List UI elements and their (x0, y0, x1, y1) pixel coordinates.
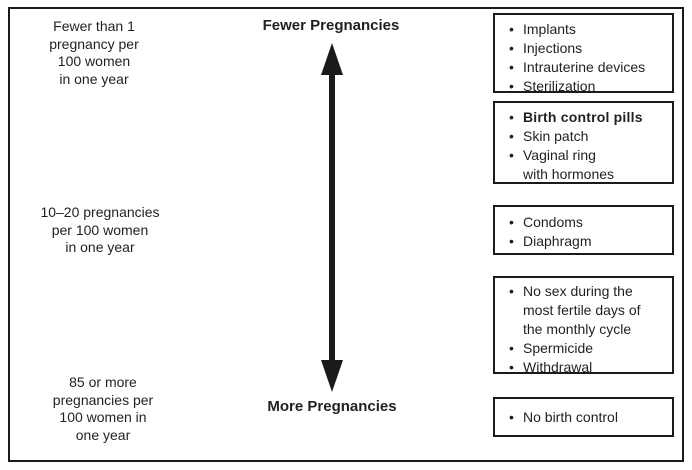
method-box-hormonal: • Birth control pills • Skin patch • Vag… (493, 101, 674, 184)
bullet-icon: • (509, 59, 514, 75)
method-box-barrier: • Condoms • Diaphragm (493, 205, 674, 255)
method-label: Intrauterine devices (523, 59, 646, 75)
method-label: Birth control pills (523, 109, 643, 125)
list-item: • Injections (509, 39, 666, 58)
bullet-icon: • (509, 233, 514, 249)
method-box-behavioral: • No sex during the most fertile days of… (493, 276, 674, 377)
method-label: Vaginal ring with hormones (523, 147, 615, 182)
list-item: • Intrauterine devices (509, 58, 666, 77)
method-label: Injections (523, 40, 583, 56)
bullet-icon: • (509, 128, 514, 144)
method-label: Skin patch (523, 128, 589, 144)
method-label: Diaphragm (523, 233, 592, 249)
method-label: No birth control (523, 409, 618, 425)
method-label: Condoms (523, 214, 583, 230)
bullet-icon: • (509, 214, 514, 230)
list-item: • Withdrawal (509, 358, 666, 377)
bullet-icon: • (509, 409, 514, 425)
bullet-icon: • (509, 340, 514, 356)
bullet-icon: • (509, 109, 514, 125)
rate-label-moderate-pregnancies: 10–20 pregnancies per 100 women in one y… (40, 204, 160, 255)
method-label: Spermicide (523, 340, 594, 356)
diagram-border (8, 7, 684, 462)
method-box-no-birth-control: • No birth control (493, 397, 674, 437)
axis-title-more-pregnancies: More Pregnancies (267, 398, 397, 415)
method-label: Withdrawal (523, 359, 593, 375)
rate-label-fewest-pregnancies: Fewer than 1 pregnancy per 100 women in … (49, 18, 139, 87)
rate-label-most-pregnancies: 85 or more pregnancies per 100 women in … (52, 374, 154, 443)
method-box-most-effective: • Implants • Injections • Intrauterine d… (493, 13, 674, 96)
list-item: • Diaphragm (509, 232, 666, 251)
bullet-icon: • (509, 78, 514, 94)
bullet-icon: • (509, 40, 514, 56)
list-item: • No sex during the most fertile days of… (509, 282, 666, 339)
method-label: No sex during the most fertile days of t… (523, 283, 641, 337)
method-label: Implants (523, 21, 576, 37)
list-item: • Sterilization (509, 77, 666, 96)
list-item: • Condoms (509, 213, 666, 232)
double-headed-vertical-arrow-icon (321, 43, 343, 392)
list-item: • Vaginal ring with hormones (509, 146, 666, 184)
list-item: • No birth control (509, 408, 666, 427)
bullet-icon: • (509, 283, 514, 299)
bullet-icon: • (509, 21, 514, 37)
list-item: • Implants (509, 20, 666, 39)
list-item: • Spermicide (509, 339, 666, 358)
bullet-icon: • (509, 147, 514, 163)
method-label: Sterilization (523, 78, 596, 94)
bullet-icon: • (509, 359, 514, 375)
axis-title-fewer-pregnancies: Fewer Pregnancies (262, 17, 400, 34)
list-item: • Birth control pills (509, 108, 666, 127)
list-item: • Skin patch (509, 127, 666, 146)
